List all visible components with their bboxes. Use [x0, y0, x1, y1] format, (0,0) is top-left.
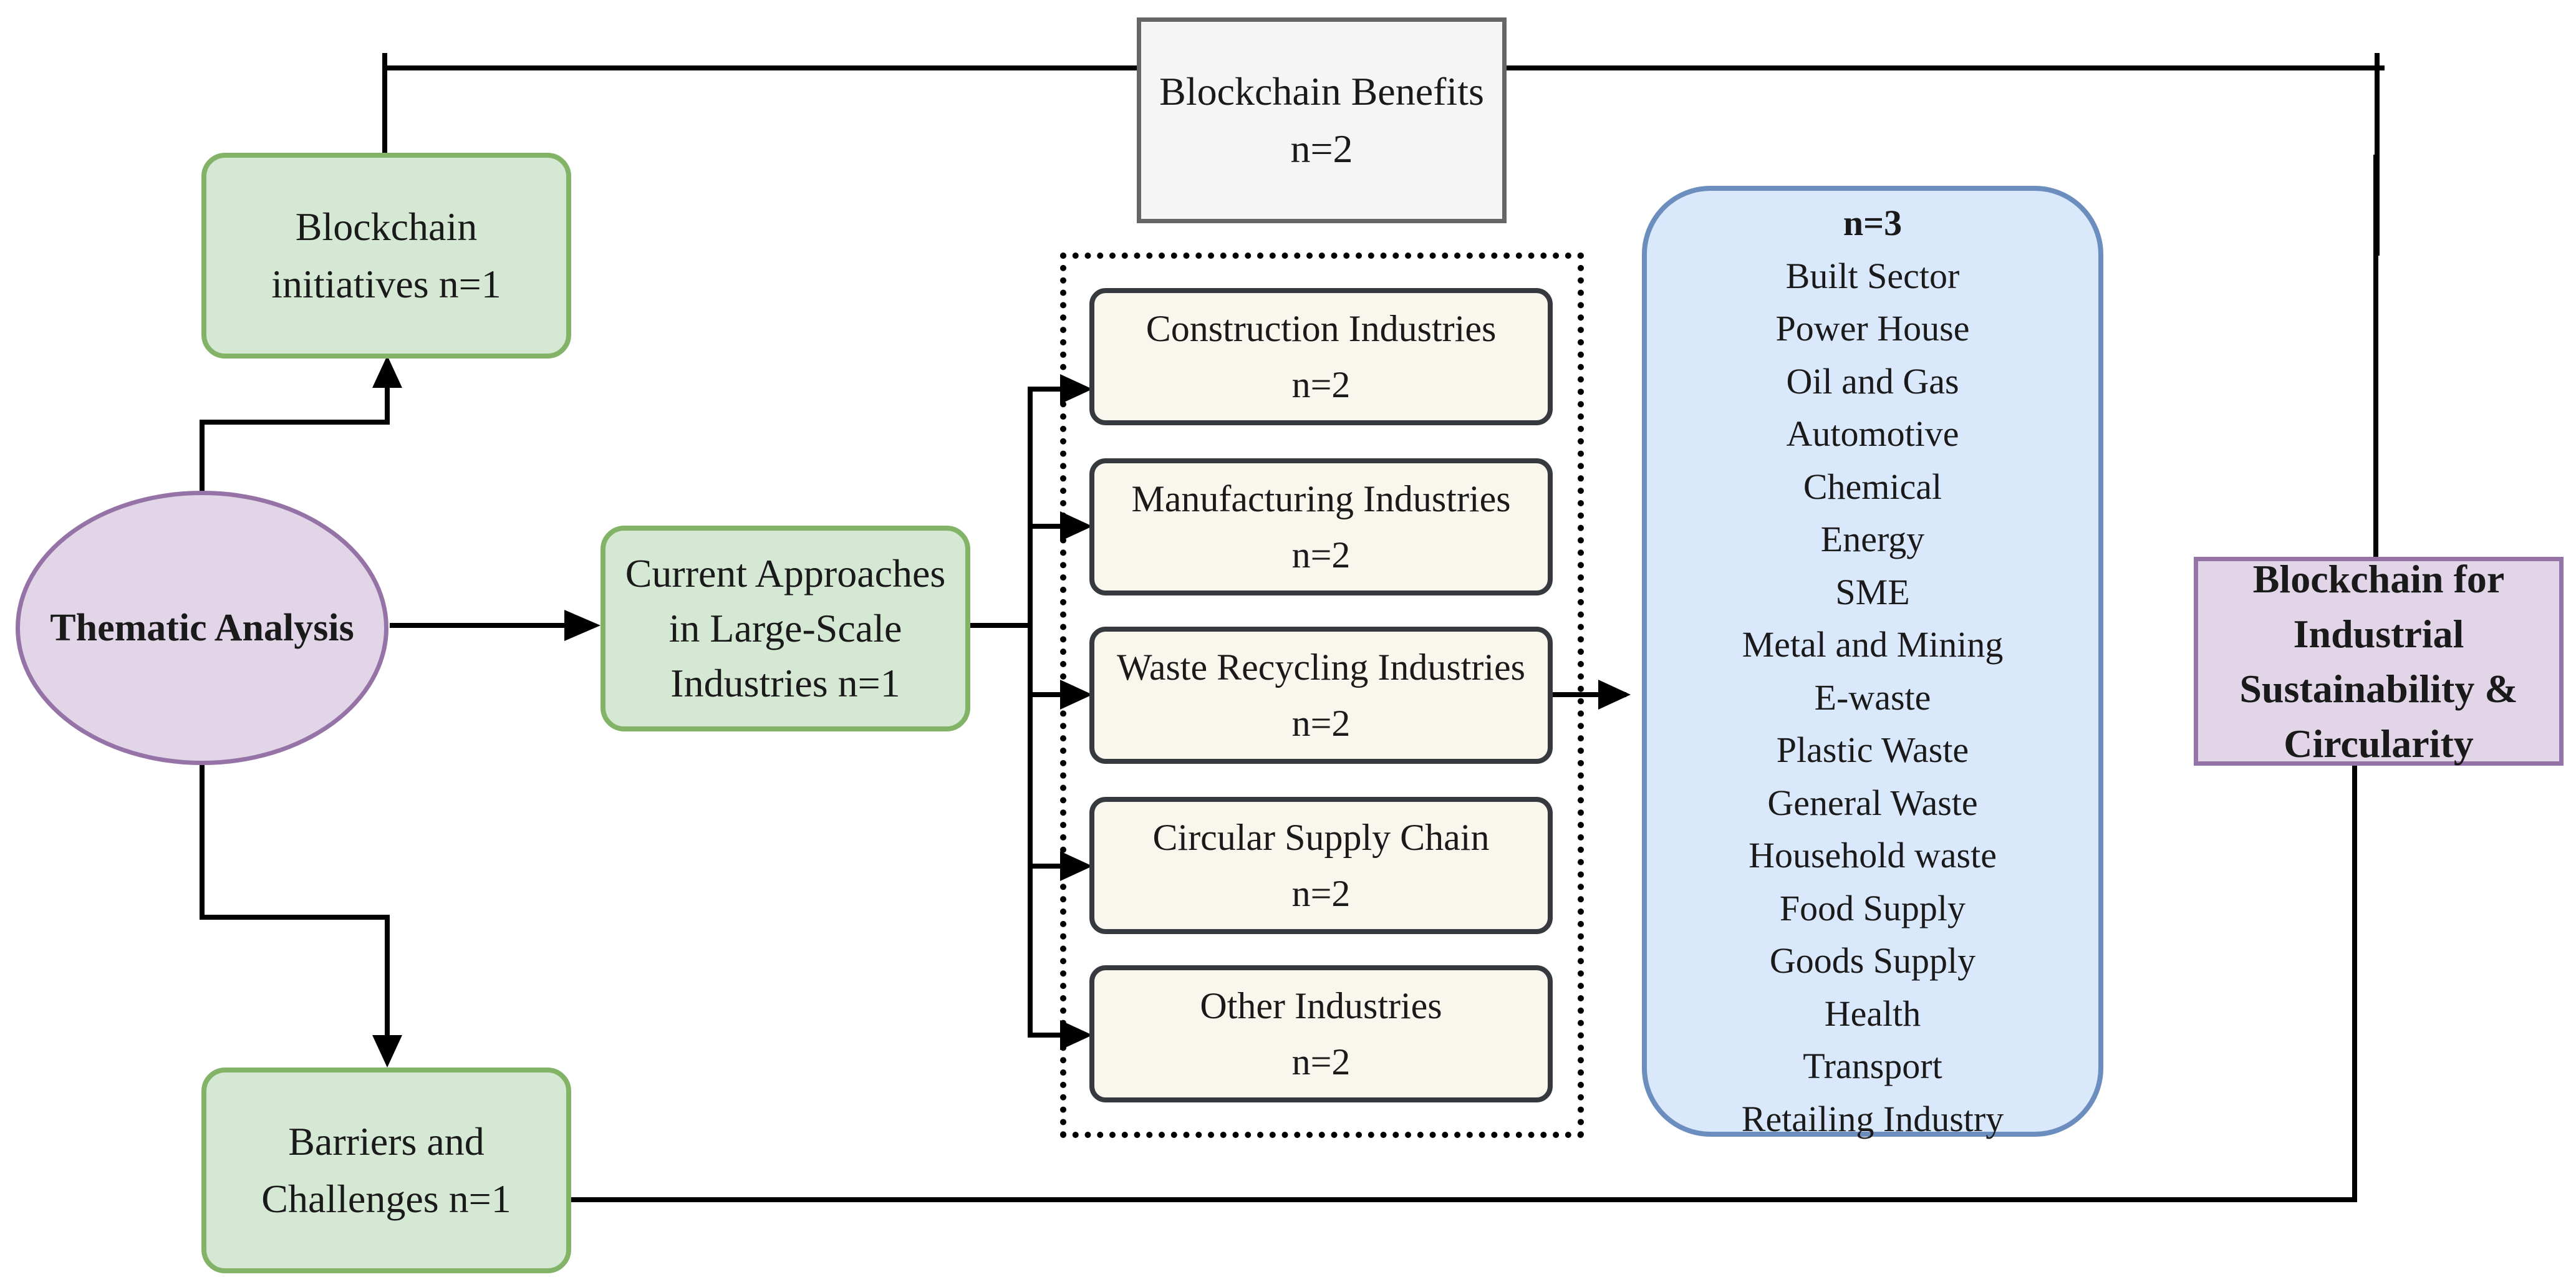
arrowhead-right-icon: [564, 610, 601, 641]
sector-item: Automotive: [1786, 413, 1959, 454]
sectors-list-node: n=3 Built Sector Power House Oil and Gas…: [1642, 186, 2103, 1139]
arrowhead-up-icon: [372, 355, 402, 388]
arrowhead-right-icon: [1060, 1020, 1093, 1050]
target-line-4: Circularity: [2284, 721, 2474, 766]
arrowhead-right-icon: [1060, 851, 1093, 881]
sector-item: Household waste: [1749, 835, 1997, 875]
connector-branch-5: [1028, 1033, 1079, 1038]
connector-bottom-frame: [566, 1197, 2357, 1202]
industry-name: Manufacturing Industries: [1131, 478, 1511, 519]
sector-item: Goods Supply: [1769, 940, 1976, 981]
industry-count: n=2: [1291, 873, 1351, 914]
current-line-1: Current Approaches: [625, 551, 946, 595]
blockchain-initiatives-node: Blockchain initiatives n=1: [201, 153, 571, 359]
sector-item: Power House: [1775, 308, 1970, 349]
connector-right-vertical: [2373, 155, 2378, 559]
target-line-3: Sustainability &: [2239, 666, 2518, 711]
industry-box-other: Other Industries n=2: [1089, 965, 1553, 1102]
connector-waste-to-sectors: [1551, 692, 1626, 697]
target-line-2: Industrial: [2293, 611, 2464, 656]
sector-item: Retailing Industry: [1741, 1098, 2004, 1139]
industry-count: n=2: [1291, 364, 1351, 405]
connector-bottom-right-rise: [2352, 761, 2357, 1202]
barriers-challenges-node: Barriers and Challenges n=1: [201, 1068, 571, 1273]
industry-name: Other Industries: [1200, 985, 1442, 1026]
sector-item: Metal and Mining: [1742, 624, 2004, 665]
sector-item: General Waste: [1767, 782, 1978, 823]
sector-item: Built Sector: [1785, 255, 1960, 296]
connector-branch-1: [1028, 387, 1079, 392]
industry-box-waste-recycling: Waste Recycling Industries n=2: [1089, 627, 1553, 764]
current-line-2: in Large-Scale: [668, 606, 902, 650]
connector-current-out: [970, 623, 1033, 628]
connector-top-right-drop: [2375, 53, 2380, 256]
arrowhead-right-icon: [1598, 680, 1631, 710]
sector-item: Transport: [1803, 1046, 1942, 1086]
sector-item: E-waste: [1814, 677, 1931, 718]
benefits-line-1: Blockchain Benefits: [1159, 69, 1484, 113]
arrowhead-right-icon: [1060, 511, 1093, 541]
industry-name: Circular Supply Chain: [1152, 817, 1490, 858]
industry-name: Construction Industries: [1146, 308, 1497, 349]
connector-branch-3: [1028, 692, 1079, 697]
industry-box-manufacturing: Manufacturing Industries n=2: [1089, 458, 1553, 595]
connector-ellipse-up: [200, 420, 205, 494]
barriers-line-1: Barriers and: [288, 1119, 485, 1164]
industry-count: n=2: [1291, 1041, 1351, 1082]
connector-branch-2: [1028, 524, 1079, 529]
sector-item: Health: [1824, 993, 1921, 1034]
sector-item: Chemical: [1803, 466, 1942, 507]
connector-down-to-barriers: [385, 915, 390, 1039]
connector-up-to-initiatives: [385, 380, 390, 425]
connector-branch-trunk: [1028, 387, 1033, 1038]
sectors-header: n=3: [1843, 203, 1903, 243]
arrowhead-down-icon: [372, 1035, 402, 1068]
industries-group-frame: [1060, 253, 1584, 1138]
barriers-line-2: Challenges n=1: [261, 1177, 511, 1221]
sector-item: Oil and Gas: [1786, 360, 1959, 402]
connector-up-horizontal: [200, 420, 390, 425]
sector-item: Energy: [1820, 519, 1925, 559]
blockchain-benefits-node: Blockchain Benefits n=2: [1137, 17, 1507, 223]
industry-name: Waste Recycling Industries: [1117, 647, 1525, 688]
target-line-1: Blockchain for: [2252, 556, 2505, 601]
sector-item: SME: [1835, 571, 1910, 612]
thematic-label: Thematic Analysis: [50, 606, 354, 649]
initiatives-line-1: Blockchain: [295, 205, 478, 249]
current-line-3: Industries n=1: [670, 661, 900, 705]
benefits-line-2: n=2: [1290, 127, 1353, 171]
current-approaches-node: Current Approaches in Large-Scale Indust…: [601, 526, 970, 731]
connector-branch-4: [1028, 864, 1079, 869]
sector-item: Food Supply: [1779, 887, 1966, 928]
arrowhead-right-icon: [1060, 374, 1093, 404]
initiatives-line-2: initiatives n=1: [271, 262, 501, 306]
industry-box-construction: Construction Industries n=2: [1089, 288, 1553, 425]
industry-box-circular-supply: Circular Supply Chain n=2: [1089, 797, 1553, 934]
connector-ellipse-down: [200, 761, 205, 920]
industry-count: n=2: [1291, 703, 1351, 744]
sector-item: Plastic Waste: [1776, 730, 1969, 770]
arrowhead-right-icon: [1060, 680, 1093, 710]
connector-top-left-drop: [382, 53, 387, 155]
industry-count: n=2: [1291, 534, 1351, 576]
connector-down-horizontal: [200, 915, 390, 920]
connector-ellipse-to-current: [390, 623, 577, 628]
thematic-analysis-node: Thematic Analysis: [16, 491, 388, 765]
blockchain-sustainability-node: Blockchain for Industrial Sustainability…: [2194, 557, 2564, 766]
